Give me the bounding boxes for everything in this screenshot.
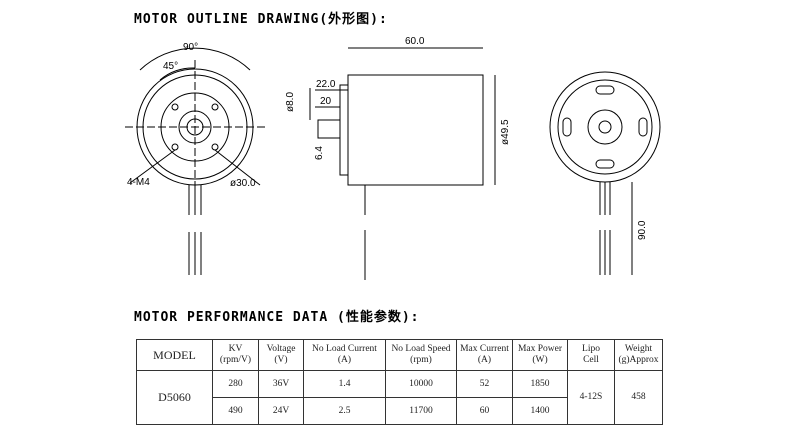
side-view — [309, 47, 496, 280]
length-label: 60.0 — [405, 36, 425, 47]
header-max-current: Max Current(A) — [456, 339, 513, 371]
rear-view — [549, 71, 661, 275]
lead-length-label: 90.0 — [637, 220, 648, 240]
table-row: 490 24V 2.5 11700 60 1400 — [137, 397, 663, 425]
table-header-row: MODEL KV(rpm/V) Voltage(V) No Load Curre… — [136, 339, 663, 371]
header-weight: Weight(g)Approx — [614, 339, 663, 371]
shaft-dia-label: ø8.0 — [285, 92, 296, 112]
header-no-load-current: No Load Current(A) — [303, 339, 386, 371]
body-dia-label: ø49.5 — [500, 119, 511, 145]
kv-cell: 490 — [212, 397, 259, 425]
outline-title: MOTOR OUTLINE DRAWING(外形图): — [134, 12, 388, 27]
header-voltage: Voltage(V) — [258, 339, 304, 371]
weight-cell: 458 — [614, 370, 663, 425]
angle-90-label: 90° — [183, 42, 198, 53]
max-power-cell: 1400 — [512, 397, 568, 425]
shaft-20-label: 20 — [320, 96, 332, 107]
no-load-current-cell: 2.5 — [303, 397, 386, 425]
table-row: D5060 280 36V 1.4 10000 52 1850 4-12S 45… — [136, 370, 663, 425]
performance-table: MODEL KV(rpm/V) Voltage(V) No Load Curre… — [136, 339, 663, 425]
front-view — [125, 47, 265, 275]
motor-outline-drawing: 90° 45° 4-M4 ø30.0 60.0 22.0 20 ø8.0 6.4… — [125, 36, 661, 280]
voltage-cell: 36V — [258, 370, 304, 398]
no-load-speed-cell: 10000 — [385, 370, 457, 398]
max-current-cell: 52 — [456, 370, 513, 398]
bolt-circle-label: ø30.0 — [230, 178, 256, 189]
flat-label: 6.4 — [314, 146, 325, 160]
header-model: MODEL — [136, 339, 213, 371]
performance-title: MOTOR PERFORMANCE DATA (性能参数): — [134, 310, 420, 325]
model-cell: D5060 — [136, 370, 213, 425]
header-max-power: Max Power(W) — [512, 339, 568, 371]
lipo-cell: 4-12S — [567, 370, 615, 425]
mount-screws-label: 4-M4 — [127, 177, 150, 188]
kv-cell: 280 — [212, 370, 259, 398]
angle-45-label: 45° — [163, 61, 178, 72]
max-power-cell: 1850 — [512, 370, 568, 398]
max-current-cell: 60 — [456, 397, 513, 425]
header-kv: KV(rpm/V) — [212, 339, 259, 371]
no-load-speed-cell: 11700 — [385, 397, 457, 425]
shaft-length-label: 22.0 — [316, 79, 336, 90]
no-load-current-cell: 1.4 — [303, 370, 386, 398]
header-no-load-speed: No Load Speed(rpm) — [385, 339, 457, 371]
voltage-cell: 24V — [258, 397, 304, 425]
